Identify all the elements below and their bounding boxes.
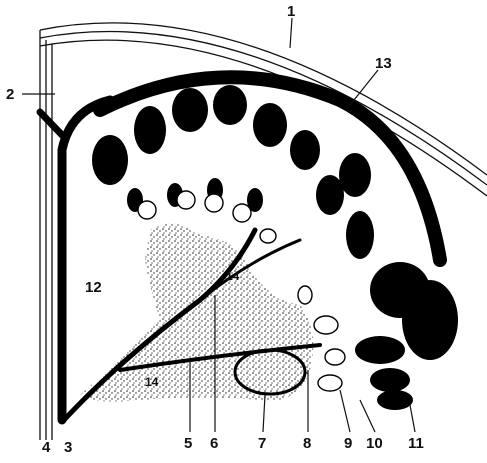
label-14-lower: 14 [145,375,159,389]
label-1: 1 [287,3,295,20]
label-5: 5 [184,435,192,452]
label-14-upper: 14 [226,269,240,283]
label-8: 8 [303,435,311,452]
label-9: 9 [344,435,352,452]
label-10: 10 [366,435,383,452]
label-11: 11 [408,435,424,452]
label-13: 13 [375,55,392,72]
label-7: 7 [258,435,266,452]
label-6: 6 [210,435,218,452]
label-2: 2 [6,86,14,103]
label-12: 12 [85,279,102,296]
label-3: 3 [64,439,72,456]
label-4: 4 [42,439,51,456]
